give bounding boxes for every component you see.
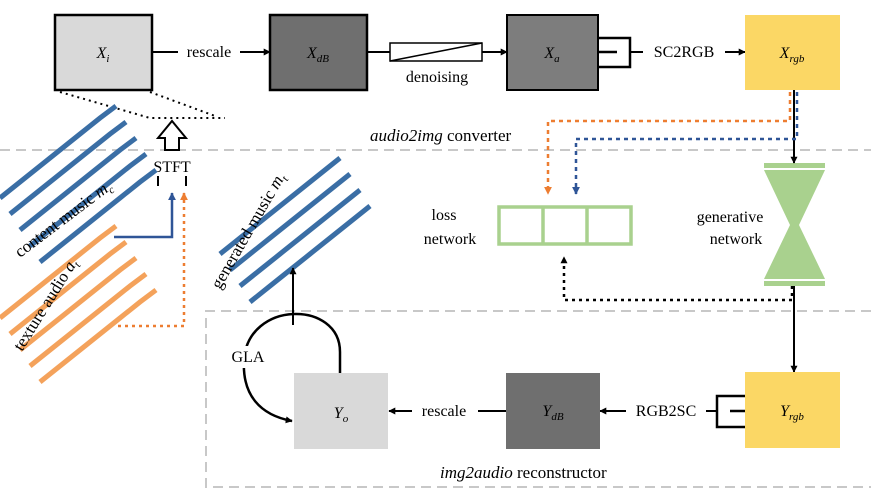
- xrgb-to-loss-orange-arrow: [544, 92, 792, 195]
- xa-block: Xa: [506, 14, 599, 91]
- svg-text:Yo: Yo: [334, 405, 349, 425]
- stft-hollow-arrow: [155, 119, 189, 151]
- generative-network-label-line1: generative: [697, 209, 764, 226]
- xrgb-to-loss-blue-arrow: [572, 92, 799, 195]
- yrgb-block: Yrgb: [745, 372, 840, 448]
- svg-text:Xrgb: Xrgb: [779, 45, 805, 65]
- generative-to-loss-arrow: [560, 256, 794, 302]
- sc2rgb-label: SC2RGB: [654, 44, 714, 61]
- xi-block: Xi: [53, 13, 154, 92]
- texture-audio-wave: [0, 223, 158, 384]
- denoising-filter-icon: [389, 42, 483, 62]
- content-to-stft-arrow: [114, 192, 176, 239]
- xdb-block: XdB: [268, 13, 369, 92]
- gla-label: GLA: [232, 349, 265, 366]
- content-music-label: content music mc: [11, 176, 117, 264]
- rescale-bottom-label: rescale: [422, 403, 466, 420]
- svg-text:Xi: Xi: [96, 45, 110, 65]
- svg-text:YdB: YdB: [542, 403, 563, 423]
- zoom-dotted-lines: [59, 91, 225, 119]
- channel-fork-icon: [598, 36, 632, 69]
- svg-text:Yrgb: Yrgb: [780, 403, 804, 423]
- svg-text:XdB: XdB: [306, 45, 329, 65]
- generative-network-shape: [764, 163, 825, 286]
- stft-input-bracket: [157, 176, 187, 186]
- audio2img-region-caption: audio2img converter: [370, 126, 512, 145]
- generative-network-label-line2: network: [710, 231, 762, 248]
- rgb2sc-label: RGB2SC: [636, 403, 696, 420]
- generated-music-wave: [218, 156, 372, 304]
- rescale-top-label: rescale: [187, 44, 231, 61]
- loss-network-block: [497, 205, 633, 246]
- content-music-wave: [0, 103, 158, 264]
- loss-network-label-line2: network: [424, 231, 476, 248]
- svg-text:Xa: Xa: [543, 45, 560, 65]
- img2audio-region-caption: img2audio reconstructor: [440, 463, 607, 482]
- stft-label: STFT: [153, 159, 191, 176]
- texture-to-stft-arrow: [118, 192, 188, 328]
- channel-merge-icon: [715, 394, 745, 429]
- loss-network-label-line1: loss: [432, 207, 457, 224]
- denoising-label: denoising: [406, 69, 468, 86]
- yo-block: Yo: [294, 373, 388, 449]
- xrgb-block: Xrgb: [745, 15, 840, 90]
- gla-loop-arrow: [242, 312, 342, 424]
- img2audio-region-border: [205, 310, 871, 488]
- ydb-block: YdB: [506, 373, 600, 449]
